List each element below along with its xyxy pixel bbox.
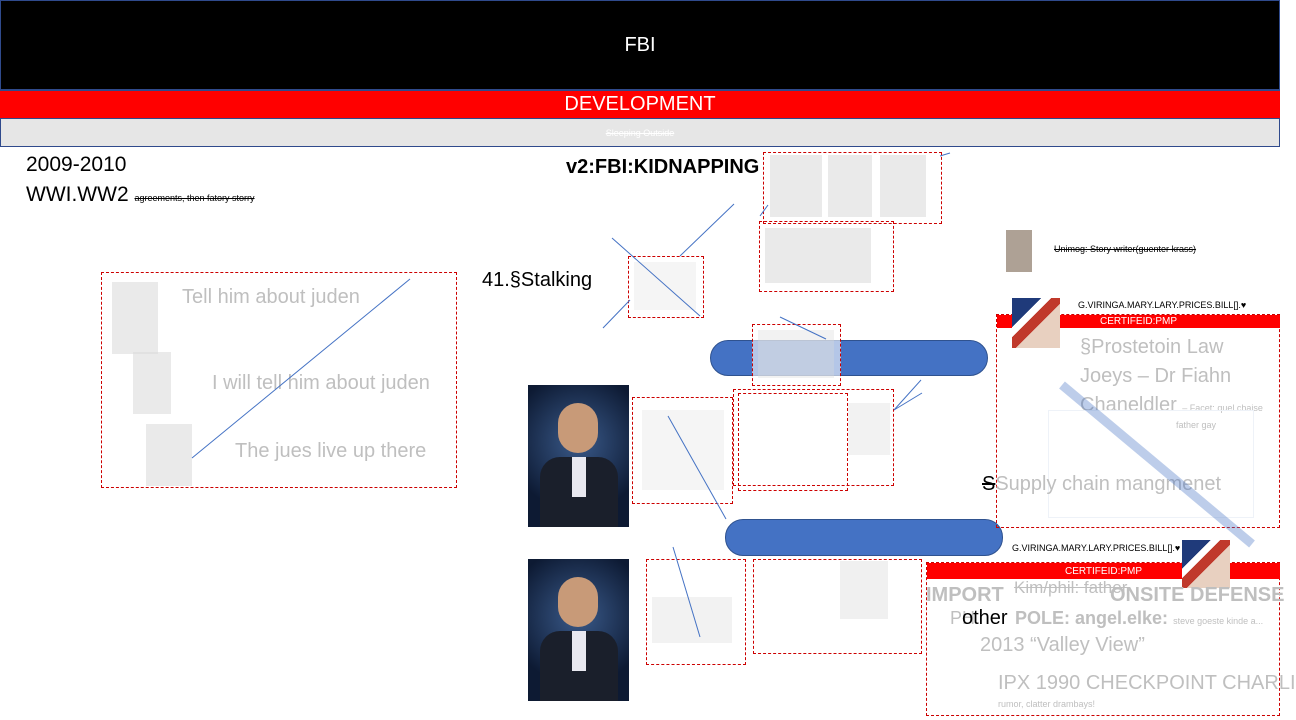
- face-photo-1: [770, 155, 822, 217]
- side-photo: [848, 403, 890, 455]
- cert-bar-1: CERTIFEID:PMP: [997, 315, 1280, 328]
- connector-line-9: [672, 546, 701, 638]
- cert-label-1: CERTIFEID:PMP: [1099, 316, 1178, 327]
- other-label: other: [962, 607, 1008, 629]
- portrait-thumb-3: [146, 424, 192, 486]
- vehicle-box[interactable]: [632, 397, 733, 504]
- stalking-box[interactable]: [628, 256, 704, 318]
- connector-line-8: [893, 392, 923, 411]
- portrait-photo-1: [528, 385, 629, 527]
- vehicle-photo: [642, 410, 724, 490]
- connector-line-1: [191, 278, 411, 459]
- cylinder-bottom: [725, 519, 1003, 556]
- cert-photo-2: [1182, 540, 1230, 588]
- faint-frame: [1048, 410, 1254, 518]
- pole-note: steve goeste kinde a...: [1173, 616, 1264, 626]
- sub-bar-label: Sleeping Outside: [605, 127, 675, 138]
- quote-1: Tell him about juden: [182, 286, 360, 308]
- certified-panel-1[interactable]: [996, 314, 1280, 528]
- connector-line-2: [611, 237, 701, 317]
- photos-inner-box: [738, 393, 848, 491]
- names-line-1: G.VIRINGA.MARY.LARY.PRICES.BILL[].♥: [1078, 300, 1247, 310]
- face-photo-3: [880, 155, 926, 217]
- truck-box-2[interactable]: [646, 559, 746, 665]
- portrait-photo-2: [528, 559, 629, 701]
- supply-label: SSupply chain mangmenet: [982, 473, 1222, 495]
- sub-bar: Sleeping Outside: [0, 118, 1280, 147]
- prostetoin-label: §Prostetoin Law: [1080, 336, 1224, 358]
- pole-line: POLE: angel.elke: steve goeste kinde a..…: [1015, 608, 1263, 629]
- connector-line-5: [779, 316, 827, 340]
- photos-box[interactable]: [733, 389, 894, 486]
- joeys-label: Joeys – Dr Fiahn: [1080, 365, 1232, 387]
- header-bar: FBI: [0, 0, 1280, 90]
- truck-photo-2: [652, 597, 732, 643]
- import-label: IMPORT: [926, 584, 1004, 606]
- truck-photo: [765, 228, 871, 283]
- supply-label-text: Supply chain mangmenet: [995, 473, 1222, 495]
- unimog-photo: [1006, 230, 1032, 272]
- pole-label: POLE: angel.elke:: [1015, 608, 1169, 628]
- onsite-label: ONSITE DEFENSE: [1110, 584, 1285, 606]
- connector-line-7: [893, 379, 922, 411]
- chaneldler-note: – Facet: quel chaise: [1182, 403, 1263, 413]
- leader-box[interactable]: [753, 559, 922, 654]
- names-line-2: G.VIRINGA.MARY.LARY.PRICES.BILL[].♥: [1012, 543, 1181, 553]
- wars-note: agreements, then fatory storry: [134, 193, 255, 203]
- faces-box[interactable]: [763, 152, 942, 224]
- quote-3: The jues live up there: [235, 440, 427, 462]
- development-banner: DEVELOPMENT: [0, 90, 1280, 118]
- people-photo: [758, 330, 834, 378]
- diagonal-bar: [1059, 381, 1255, 548]
- certified-panel-2[interactable]: [926, 562, 1280, 716]
- father-gay-label: father gay: [1176, 420, 1217, 430]
- ipx-label: IPX 1990 CHECKPOINT CHARLI: [998, 672, 1296, 694]
- connector-line-3: [602, 299, 631, 329]
- face-photo-2: [828, 155, 872, 217]
- portrait-thumb-1: [112, 282, 158, 354]
- connector-line-4: [679, 203, 735, 257]
- leader-photo: [840, 561, 888, 619]
- ipx-note: rumor, clatter drambays!: [998, 699, 1096, 709]
- quotes-box[interactable]: [101, 272, 457, 488]
- ph-label: PH: [950, 608, 976, 628]
- kidnapping-label: v2:FBI:KIDNAPPING: [566, 156, 760, 178]
- stalking-label: 41.§Stalking: [482, 269, 593, 291]
- header-title: FBI: [624, 33, 656, 56]
- years-label: 2009-2010: [26, 153, 127, 176]
- connector-line-10: [939, 152, 951, 157]
- banner-label: DEVELOPMENT: [564, 93, 716, 115]
- portrait-thumb-2: [133, 352, 171, 414]
- wars-line: WWI.WW2 agreements, then fatory storry: [26, 183, 255, 207]
- wars-label: WWI.WW2: [26, 183, 129, 206]
- stalking-photo: [634, 262, 696, 310]
- connector-line-6: [667, 415, 727, 520]
- quote-2: I will tell him about juden: [212, 372, 430, 394]
- kim-label: Kim/phil: father: [1014, 578, 1128, 597]
- unimog-label: Unimog: Story writer(guenter krass): [1054, 244, 1197, 254]
- cert-photo-1: [1012, 298, 1060, 348]
- cert-label-2: CERTIFEID:PMP: [1064, 565, 1143, 577]
- connector-line-11: [759, 204, 769, 217]
- valley-label: 2013 “Valley View”: [980, 634, 1145, 656]
- truck-box[interactable]: [759, 221, 894, 292]
